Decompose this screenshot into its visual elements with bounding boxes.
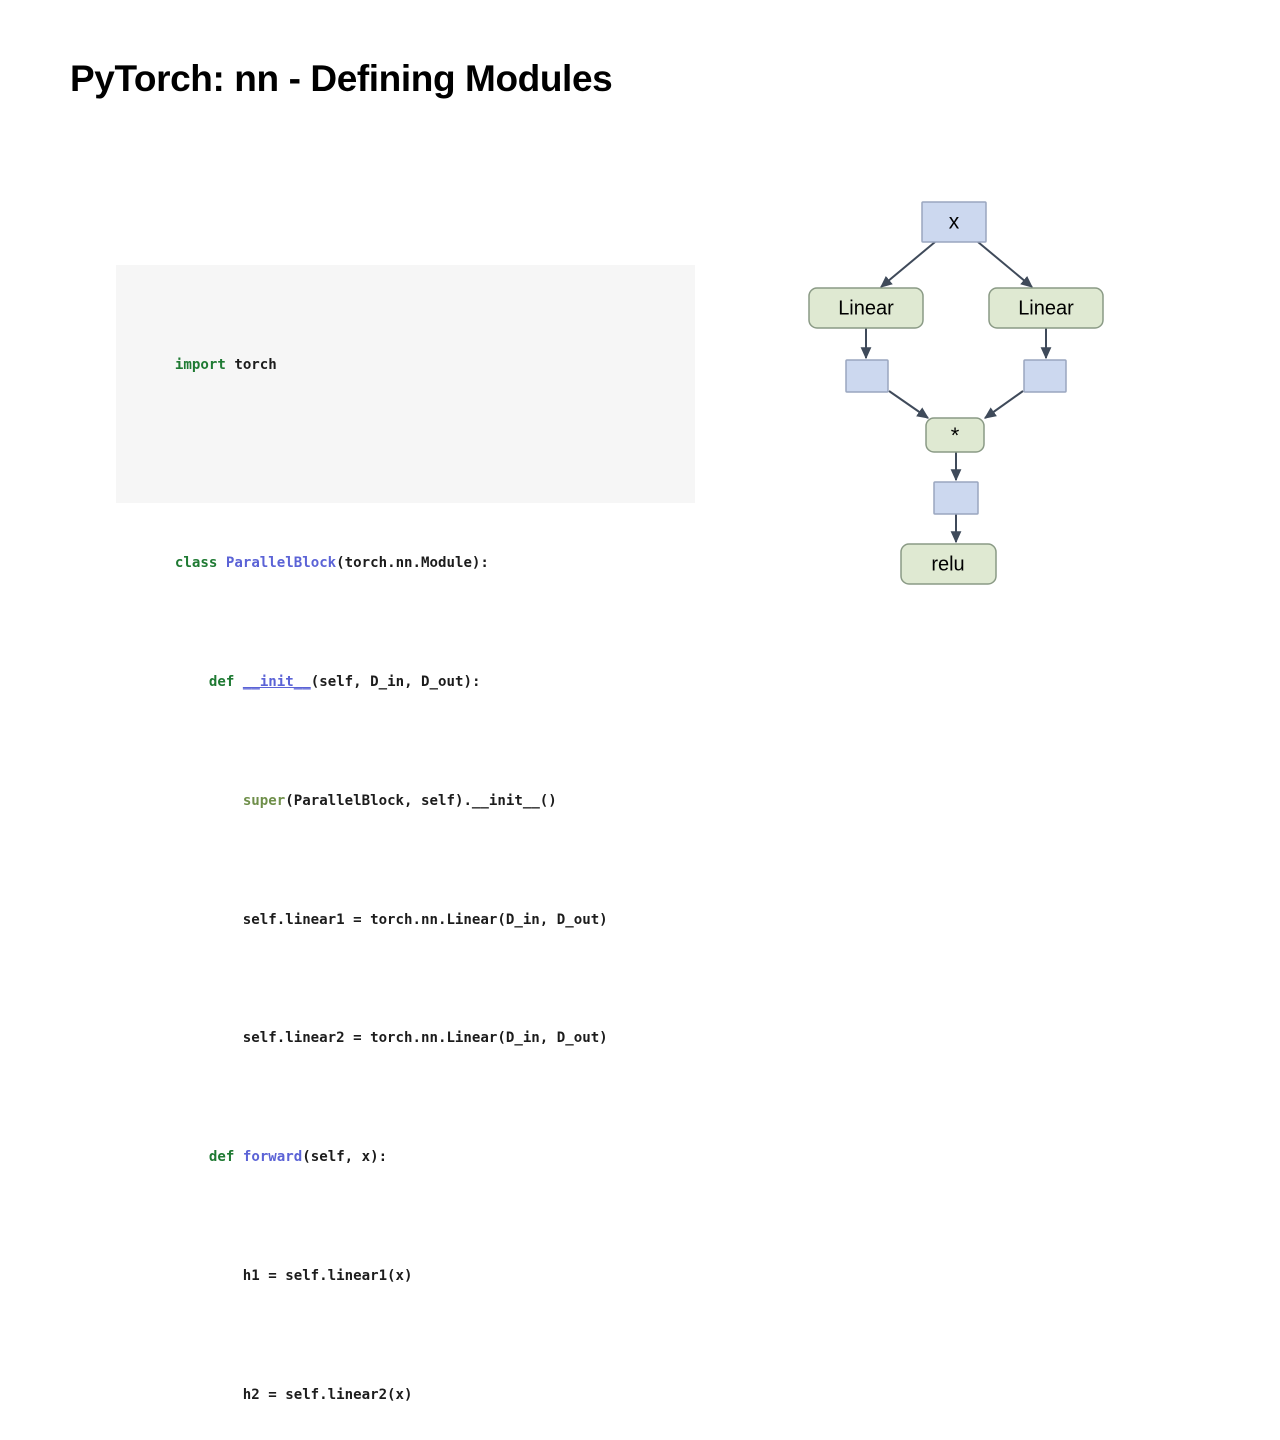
code-token: h2 = self.linear2(x): [174, 1386, 413, 1403]
edge-x-to-linear-right: [977, 241, 1033, 288]
code-token: ParallelBlock: [225, 555, 337, 572]
code-line: class ParallelBlock(torch.nn.Module):: [124, 534, 695, 593]
code-token: import: [174, 357, 226, 374]
code-line: def __init__(self, D_in, D_out):: [124, 653, 695, 712]
graph-node-relu[interactable]: relu: [900, 543, 997, 585]
tensor-box: [845, 359, 889, 393]
code-token: torch: [225, 357, 277, 374]
code-token: class: [174, 555, 218, 572]
tensor-box: [933, 481, 979, 515]
code-line: self.linear2 = torch.nn.Linear(D_in, D_o…: [124, 1009, 695, 1068]
code-line: super(ParallelBlock, self).__init__(): [124, 772, 695, 831]
graph-node-label: x: [949, 211, 960, 234]
graph-node-label: relu: [931, 553, 964, 575]
edge-h2-to-mul: [984, 390, 1024, 419]
code-token: def: [208, 673, 235, 690]
tensor-box: [921, 201, 987, 243]
op-box: [900, 543, 997, 585]
code-lines: import torch class ParallelBlock(torch.n…: [124, 277, 695, 1440]
code-token: def: [208, 1149, 235, 1166]
page-title: PyTorch: nn - Defining Modules: [70, 58, 613, 99]
graph-node-label: Linear: [1018, 297, 1074, 319]
code-token: [175, 1149, 209, 1165]
computational-graph-diagram: x Linear Linear *: [790, 180, 1130, 600]
code-token: (self, x):: [302, 1149, 388, 1166]
code-token: [175, 674, 209, 690]
code-line: h1 = self.linear1(x): [124, 1247, 695, 1306]
op-box: [925, 417, 985, 453]
code-token: h1 = self.linear1(x): [174, 1267, 413, 1284]
graph-node-h2[interactable]: [1023, 359, 1067, 393]
code-token: (ParallelBlock, self).__init__(): [285, 792, 557, 809]
graph-node-label: Linear: [838, 297, 894, 319]
graph-edges: [860, 241, 1052, 544]
op-box: [988, 287, 1104, 329]
edge-h1-to-mul: [888, 390, 929, 419]
code-line: h2 = self.linear2(x): [124, 1366, 695, 1425]
code-token: self.linear2 = torch.nn.Linear(D_in, D_o…: [174, 1030, 608, 1047]
code-token: [234, 1149, 243, 1165]
graph-node-linear-left[interactable]: Linear: [808, 287, 924, 329]
op-box: [808, 287, 924, 329]
graph-node-label: *: [951, 423, 960, 448]
code-token: super: [242, 792, 286, 809]
code-token: __init__: [242, 673, 311, 690]
graph-node-multiply[interactable]: *: [925, 417, 985, 453]
code-token: [175, 793, 243, 809]
code-line: def forward(self, x):: [124, 1128, 695, 1187]
code-token: (self, D_in, D_out):: [310, 673, 481, 690]
code-line: import torch: [124, 336, 695, 395]
graph-node-linear-right[interactable]: Linear: [988, 287, 1104, 329]
graph-node-x[interactable]: x: [921, 201, 987, 243]
code-line: self.linear1 = torch.nn.Linear(D_in, D_o…: [124, 891, 695, 950]
code-line-blank: [124, 455, 695, 475]
code-token: (torch.nn.Module):: [336, 555, 489, 572]
code-token: [234, 674, 243, 690]
tensor-box: [1023, 359, 1067, 393]
code-token: forward: [242, 1149, 303, 1166]
graph-node-h1[interactable]: [845, 359, 889, 393]
code-token: self.linear1 = torch.nn.Linear(D_in, D_o…: [174, 911, 608, 928]
code-token: [217, 555, 226, 571]
code-block: import torch class ParallelBlock(torch.n…: [116, 265, 695, 1403]
edge-x-to-linear-left: [880, 241, 936, 288]
graph-node-product[interactable]: [933, 481, 979, 515]
